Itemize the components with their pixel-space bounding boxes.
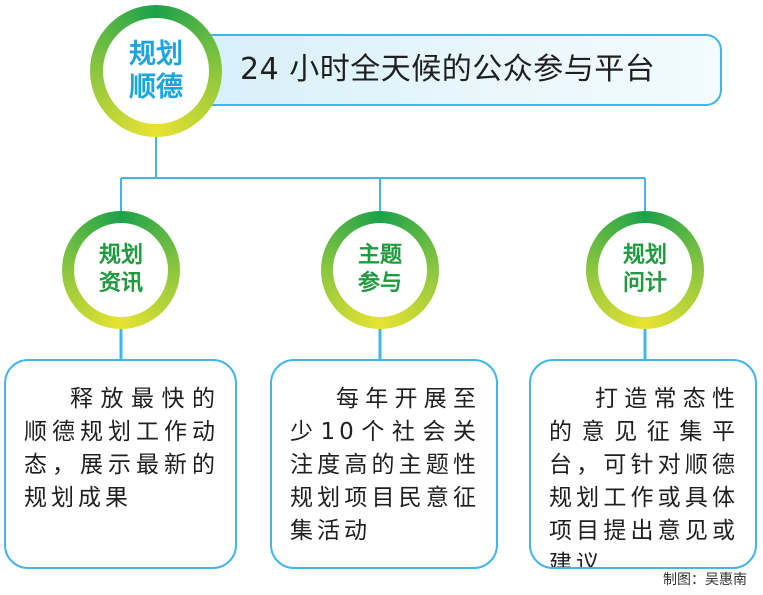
branch-3-label-line2: 问计 [622,271,667,296]
branch-1-description: 释放最快的顺德规划工作动态，展示最新的规划成果 [4,359,237,569]
branch-node-2: 主题 参与 [321,211,439,329]
branch-1-label-line2: 资讯 [98,271,143,296]
branch-node-3: 规划 问计 [586,211,704,329]
root-label-line2: 顺德 [129,72,183,103]
branch-node-1: 规划 资讯 [62,211,180,329]
root-node-label: 规划 顺德 [103,18,209,124]
branch-3-description: 打造常态性的意见征集平台，可针对顺德规划工作或具体项目提出意见或建议 [529,359,757,569]
branch-1-label-line1: 规划 [98,243,143,268]
root-node: 规划 顺德 [90,5,222,137]
credit-line: 制图：吴惠南 [663,572,747,588]
branch-2-label-line2: 参与 [357,271,402,296]
title-banner: 24 小时全天候的公众参与平台 [150,34,722,106]
branch-2-description: 每年开展至少10个社会关注度高的主题性规划项目民意征集活动 [270,359,498,569]
branch-2-label-line1: 主题 [357,243,402,268]
branch-3-label-line1: 规划 [622,243,667,268]
platform-title: 24 小时全天候的公众参与平台 [240,52,656,87]
root-label-line1: 规划 [129,39,183,70]
